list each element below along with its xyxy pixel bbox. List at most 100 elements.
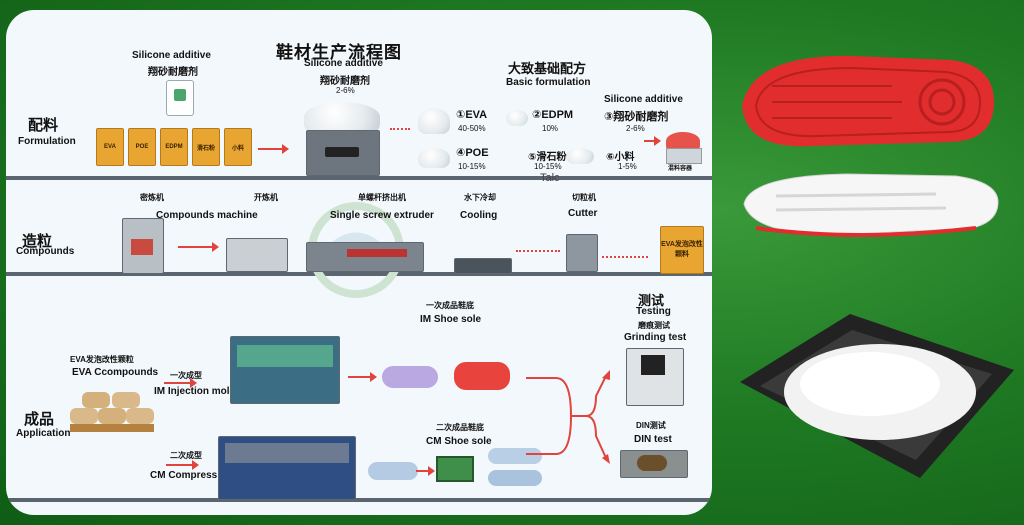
compress-machine-icon — [218, 436, 356, 500]
basic-formulation-zh: 大致基础配方 — [508, 61, 587, 76]
page-title: 鞋材生产流程图 — [276, 43, 402, 62]
mix-container-icon — [666, 148, 702, 164]
silicone-bag-icon — [166, 80, 194, 116]
internal-mixer-icon — [122, 218, 164, 274]
basic-formulation-en: Basic formulation — [506, 77, 591, 88]
talc-powder-icon — [566, 148, 594, 164]
cm-mold-icon — [436, 456, 474, 482]
item-silicone: ③翔砂耐磨剂 — [604, 111, 669, 123]
flow-dots — [602, 256, 648, 258]
item-small-pct: 1-5% — [618, 162, 637, 171]
flow-arrow — [348, 372, 377, 382]
cm-sole-1-icon — [488, 448, 542, 464]
mixer-label-zh: 翔砂耐磨剂 — [320, 76, 370, 87]
eva-compound-bag: EVA发泡改性颗料 — [660, 226, 704, 274]
bag-stack-icon — [70, 382, 154, 434]
mixer-pct: 2-6% — [336, 86, 355, 95]
injection-machine-icon — [230, 336, 340, 404]
grinding-zh: 磨痕测试 — [638, 321, 670, 330]
mixer-bowl-icon — [304, 102, 380, 132]
im-sole-en: IM Shoe sole — [420, 314, 482, 325]
item-small: ⑥小料 — [606, 152, 635, 163]
cm-mold-zh: 二次成型 — [170, 451, 202, 460]
din-test-zh: DIN测试 — [636, 421, 666, 430]
cutter-icon — [566, 234, 598, 272]
step-cutter-en: Cutter — [568, 208, 598, 219]
flow-arrow — [164, 378, 197, 388]
application-title-zh: 成品 — [24, 411, 55, 428]
item-eva: ①EVA — [456, 109, 488, 121]
im-sole-zh: 一次成品鞋底 — [426, 301, 474, 310]
im-mold-en: IM Injection mold — [154, 386, 236, 397]
silicone-right-en: Silicone additive — [604, 94, 683, 105]
cooling-tank-icon — [454, 258, 512, 274]
formulation-title-en: Formulation — [18, 136, 76, 147]
mixer-machine-icon — [306, 130, 380, 176]
bag-poe: POE — [128, 128, 156, 166]
eva-pellets-icon — [418, 108, 450, 134]
poe-pellets-icon — [418, 148, 450, 168]
merge-arrows — [526, 370, 610, 464]
step-extruder-zh: 单螺杆挤出机 — [358, 193, 406, 202]
flow-dots — [516, 250, 560, 252]
open-mill-icon — [226, 238, 288, 272]
flow-arrow — [644, 136, 661, 146]
bag-additive: 小料 — [224, 128, 252, 166]
grinding-en: Grinding test — [624, 332, 687, 343]
section-divider — [6, 176, 712, 180]
item-eva-pct: 40-50% — [458, 124, 486, 133]
mixer-label-en: Silicone additive — [304, 58, 383, 69]
step-internal-mixer-en: Compounds machine — [156, 210, 258, 221]
din-tester-icon — [620, 450, 688, 478]
im-sole-red-icon — [454, 362, 510, 390]
section-divider — [6, 272, 712, 276]
item-poe-pct: 10-15% — [458, 162, 486, 171]
step-open-mill-zh: 开炼机 — [254, 193, 278, 202]
silicone-label-zh: 翔砂耐磨剂 — [148, 67, 198, 78]
bag-edpm: EDPM — [160, 128, 188, 166]
section-divider — [6, 498, 712, 502]
eva-compounds-zh: EVA发泡改性颗粒 — [70, 355, 134, 364]
testing-zh: 测试 — [638, 293, 665, 308]
cm-sole-zh: 二次成品鞋底 — [436, 423, 484, 432]
item-talc: ⑤滑石粉 — [528, 152, 567, 163]
flow-arrow — [166, 460, 199, 470]
white-shoe-sole-photo — [743, 173, 999, 237]
application-title-en: Application — [16, 428, 71, 439]
silicone-label-en: Silicone additive — [132, 50, 211, 61]
step-extruder-en: Single screw extruder — [330, 210, 434, 221]
din-test-en: DIN test — [634, 434, 672, 445]
step-cutter-zh: 切粒机 — [572, 193, 596, 202]
step-cooling-zh: 水下冷却 — [464, 193, 496, 202]
flow-dots — [390, 128, 410, 130]
eva-compounds-en: EVA Ccompounds — [72, 367, 159, 378]
extruder-icon — [306, 242, 424, 272]
cm-sole-2-icon — [488, 470, 542, 486]
step-cooling-en: Cooling — [460, 210, 498, 221]
flow-arrow — [416, 466, 435, 476]
bag-talc: 滑石粉 — [192, 128, 220, 166]
flow-arrow — [258, 144, 289, 154]
flow-arrow — [178, 242, 219, 252]
item-talc-pct: 10-15% — [534, 162, 562, 171]
cm-mold-en: CM Compress mold — [150, 470, 244, 481]
item-poe: ④POE — [456, 147, 489, 159]
cm-sole-blank-icon — [368, 462, 418, 480]
formulation-title-zh: 配料 — [28, 117, 59, 134]
cm-sole-en: CM Shoe sole — [426, 436, 492, 447]
edpm-pellets-icon — [506, 110, 528, 126]
compounds-title-zh: 造粒 — [22, 233, 53, 250]
item-edpm: ②EDPM — [532, 109, 574, 121]
step-internal-mixer-zh: 密炼机 — [140, 193, 164, 202]
red-shoe-sole-photo — [742, 55, 994, 147]
testing-en: Testing — [636, 306, 671, 317]
compounds-title-en: Compounds — [16, 246, 75, 257]
item-silicone-pct: 2-6% — [626, 124, 645, 133]
im-sole-purple-icon — [382, 366, 438, 388]
mixed-pellets-icon — [666, 132, 700, 150]
process-flow-panel: 鞋材生产流程图 配料 Formulation Silicone additive… — [6, 10, 712, 515]
eva-pellets-tray-photo — [740, 314, 1014, 478]
talc-label-en: Talc — [540, 172, 560, 184]
item-edpm-pct: 10% — [542, 124, 559, 133]
grinding-tester-icon — [626, 348, 684, 406]
